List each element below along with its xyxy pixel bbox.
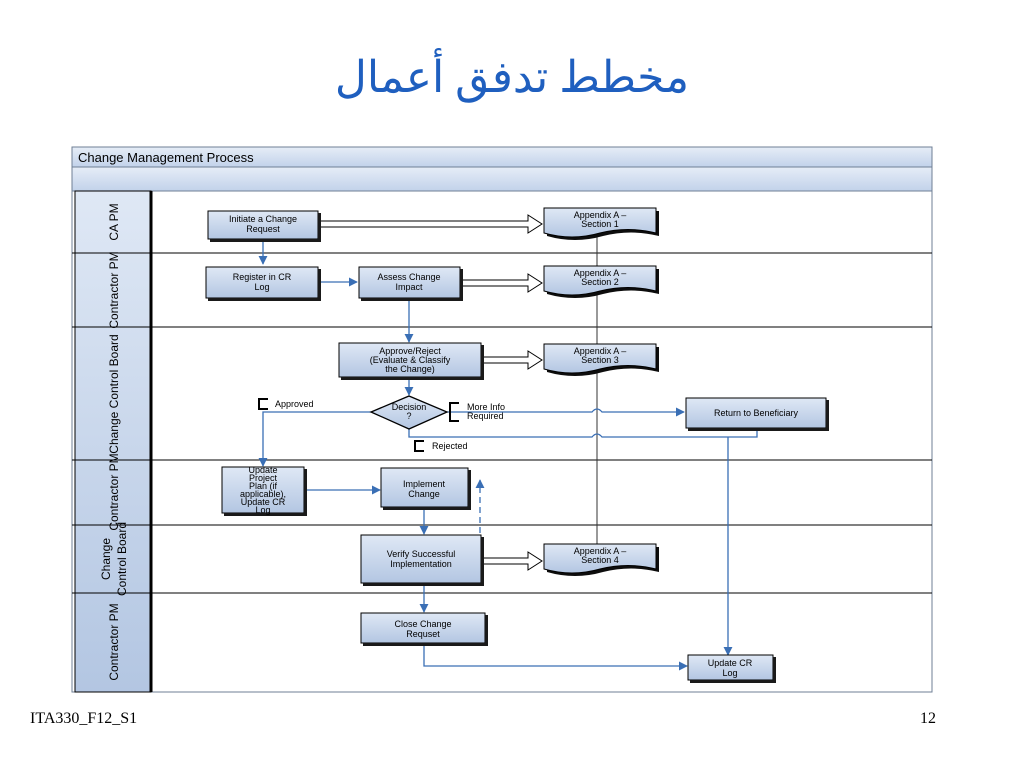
lane-ca-pm: CA PM	[107, 203, 121, 240]
node-return-to-beneficiary: Return to Beneficiary	[685, 397, 829, 431]
svg-text:Rejected: Rejected	[432, 441, 468, 451]
slide-title: مخطط تدفق أعمال	[334, 53, 690, 102]
lane-contractor-pm-1: Contractor PM	[107, 251, 121, 328]
appendix-section-4: Appendix A –Section 4	[543, 543, 659, 576]
node-decision: Decision?	[369, 395, 449, 430]
svg-text:Appendix A –Section 1: Appendix A –Section 1	[574, 210, 627, 229]
svg-text:Return to Beneficiary: Return to Beneficiary	[714, 408, 799, 418]
lane-change-control-board-2a: Change	[99, 538, 113, 580]
svg-text:Appendix A –Section 3: Appendix A –Section 3	[574, 346, 627, 365]
lane-change-control-board-2b: Control Board	[115, 522, 129, 596]
appendix-section-3: Appendix A –Section 3	[543, 343, 659, 376]
label-approved: Approved	[258, 398, 314, 410]
diagram-header-text: Change Management Process	[78, 150, 254, 165]
svg-text:Decision?: Decision?	[392, 402, 427, 421]
svg-text:Appendix A –Section 4: Appendix A –Section 4	[574, 546, 627, 565]
lane-contractor-pm-2: Contractor PM	[107, 453, 121, 530]
appendix-section-1: Appendix A –Section 1	[543, 207, 659, 240]
label-rejected: Rejected	[414, 440, 468, 452]
lane-change-control-board-1: Change Control Board	[107, 334, 121, 453]
svg-text:Appendix A –Section 2: Appendix A –Section 2	[574, 268, 627, 287]
footer-course-code: ITA330_F12_S1	[30, 710, 138, 727]
appendix-section-2: Appendix A –Section 2	[543, 265, 659, 298]
svg-text:Approved: Approved	[275, 399, 314, 409]
page-number: 12	[920, 710, 936, 727]
lane-contractor-pm-3: Contractor PM	[107, 603, 121, 680]
